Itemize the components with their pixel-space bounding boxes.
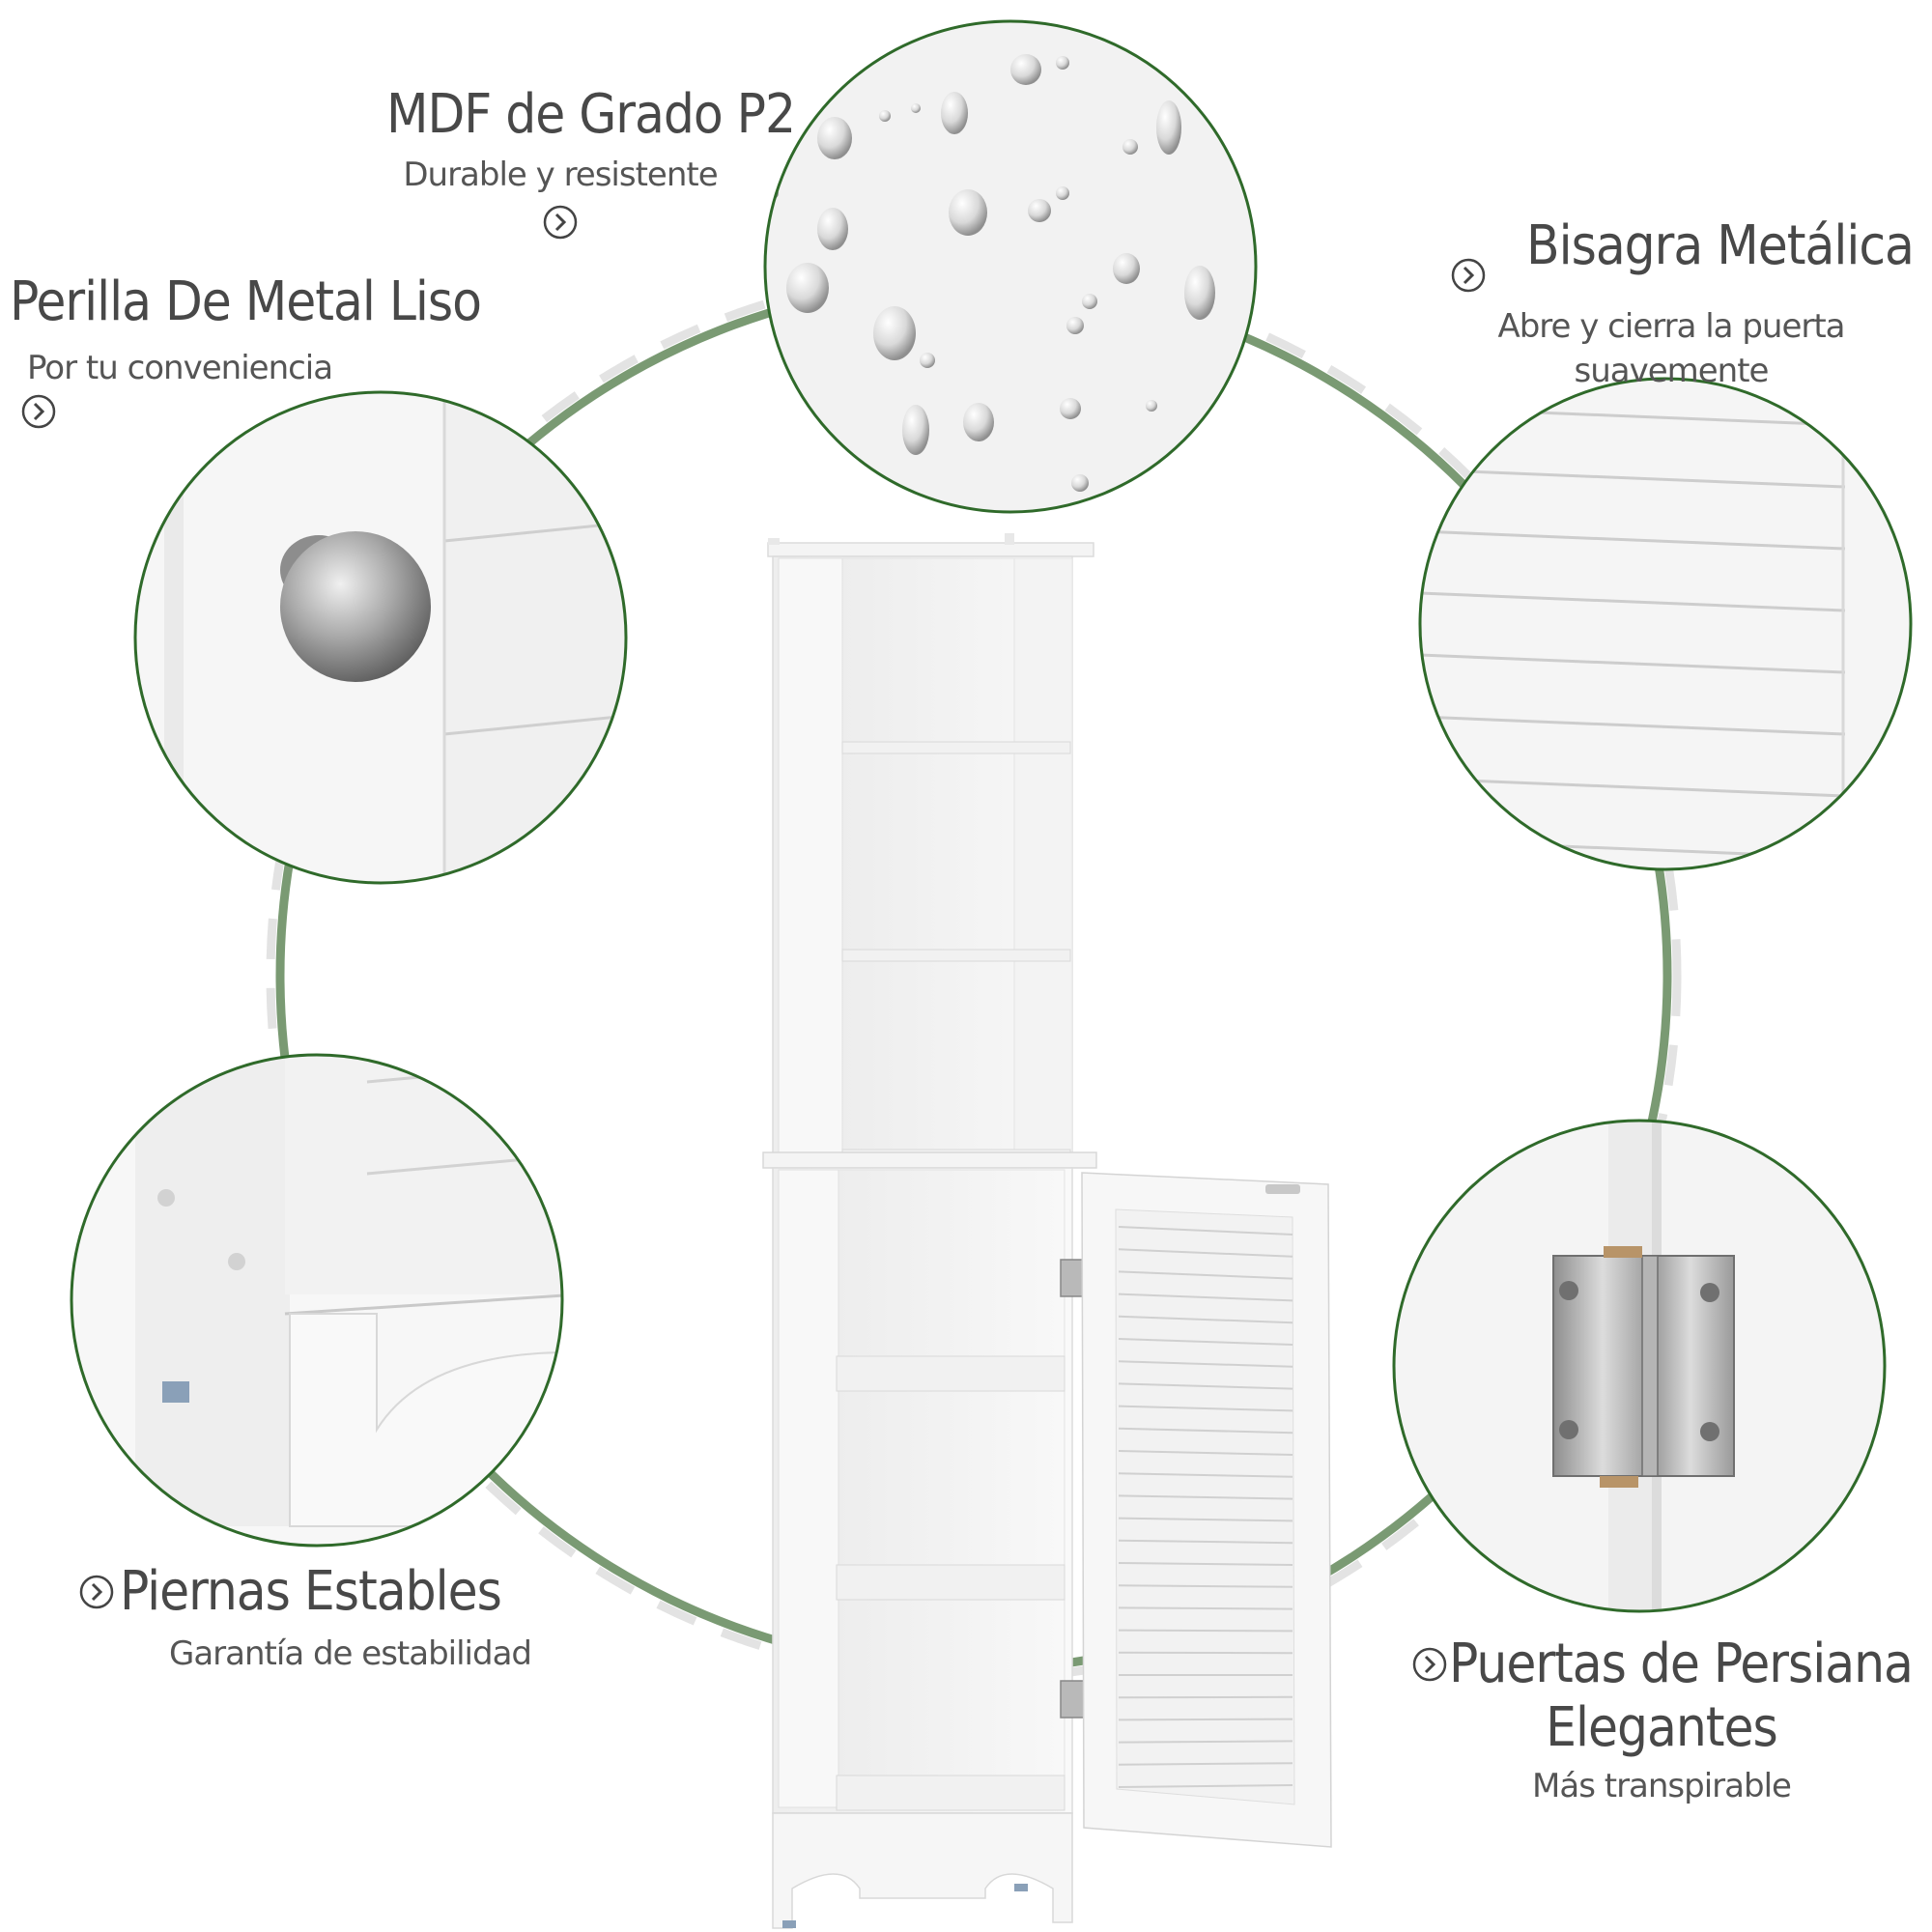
feature-doors: Puertas de Persiana Elegantes Más transp… (1410, 1633, 1914, 1808)
door-louver (1118, 1315, 1293, 1324)
door-louver (1118, 1248, 1293, 1258)
door-louver (1118, 1517, 1293, 1522)
feature-title-continued: Elegantes (1546, 1696, 1778, 1759)
feature-subtitle-continued: suavemente (1574, 352, 1770, 390)
chevron-circle-icon (1449, 256, 1488, 295)
feature-mdf: MDF de Grado P2 Durable y resistente (386, 83, 796, 242)
water-drop (1146, 400, 1157, 412)
water-drop (1060, 398, 1081, 419)
chevron-circle-icon (77, 1573, 116, 1611)
door-louver (1118, 1718, 1293, 1721)
dashed-ring (266, 268, 1682, 1684)
water-drop (1071, 474, 1089, 492)
door-louver (1118, 1338, 1293, 1346)
feature-title: MDF de Grado P2 (386, 83, 796, 146)
water-drop (941, 92, 968, 134)
door-louver (1118, 1762, 1293, 1766)
door-louver (1118, 1784, 1293, 1788)
door-louver (1118, 1226, 1293, 1236)
water-drop (1056, 56, 1069, 70)
water-drop (902, 405, 929, 455)
water-drop (879, 110, 891, 122)
feature-title: Bisagra Metálica (1526, 214, 1915, 277)
water-drop (1122, 139, 1138, 155)
feature-legs: Piernas Estables Garantía de estabilidad (77, 1560, 532, 1676)
water-drop (911, 103, 921, 113)
metal-knob (280, 531, 431, 682)
water-drop (1184, 266, 1215, 320)
water-drop (1156, 100, 1181, 155)
louver-slat (1420, 715, 1846, 736)
hinge-upper (1060, 1259, 1085, 1297)
door-louver (1118, 1539, 1293, 1545)
cabinet-base (772, 1812, 1073, 1929)
water-drop (1113, 253, 1140, 284)
lower-shelves (836, 1355, 1065, 1811)
door-louver (1118, 1450, 1293, 1456)
water-drop (1082, 294, 1097, 309)
water-drop (1066, 317, 1084, 334)
water-drop (873, 306, 916, 360)
water-drop (786, 263, 829, 313)
feature-title: Perilla De Metal Liso (10, 270, 482, 333)
louvered-door (1081, 1172, 1332, 1848)
feature-subtitle: Durable y resistente (403, 156, 718, 194)
feature-hinge: Bisagra Metálica Abre y cierra la puerta… (1449, 198, 1915, 393)
door-louver (1118, 1293, 1293, 1302)
water-drop (1010, 54, 1041, 85)
feature-knob: Perilla De Metal Liso Por tu convenienci… (10, 270, 482, 435)
water-drop (1028, 199, 1051, 222)
door-louver (1118, 1584, 1293, 1588)
door-louver (1118, 1629, 1293, 1633)
feature-subtitle: Abre y cierra la puerta (1497, 307, 1845, 346)
door-louver (1118, 1562, 1293, 1566)
louver-slat (1420, 777, 1846, 798)
louver-slat (1420, 468, 1846, 489)
door-louver (1118, 1382, 1293, 1390)
chevron-circle-icon (1410, 1645, 1449, 1684)
louver-slat (1420, 529, 1846, 551)
door-louver (1118, 1740, 1293, 1744)
feature-title: Puertas de Persiana (1449, 1633, 1914, 1695)
louver-slat (1420, 591, 1846, 612)
door-louver (1118, 1270, 1293, 1280)
feature-subtitle: Más transpirable (1532, 1767, 1792, 1805)
feature-subtitle: Garantía de estabilidad (169, 1634, 532, 1673)
louver-slat (1420, 653, 1846, 674)
door-louver (1118, 1606, 1293, 1610)
door-louver (1118, 1405, 1293, 1412)
door-louver (1118, 1427, 1293, 1435)
feature-title: Piernas Estables (120, 1560, 502, 1623)
water-drop (817, 117, 852, 159)
chevron-circle-icon (19, 392, 58, 431)
door-louver (1118, 1360, 1293, 1368)
door-louver (1118, 1494, 1293, 1500)
water-drop (963, 403, 994, 441)
water-drop (920, 353, 935, 368)
water-drop (1056, 186, 1069, 200)
feature-subtitle: Por tu conveniencia (27, 349, 333, 387)
door-louver (1118, 1472, 1293, 1478)
water-drop (949, 189, 987, 236)
water-drop (817, 208, 848, 250)
chevron-circle-icon (541, 203, 580, 242)
